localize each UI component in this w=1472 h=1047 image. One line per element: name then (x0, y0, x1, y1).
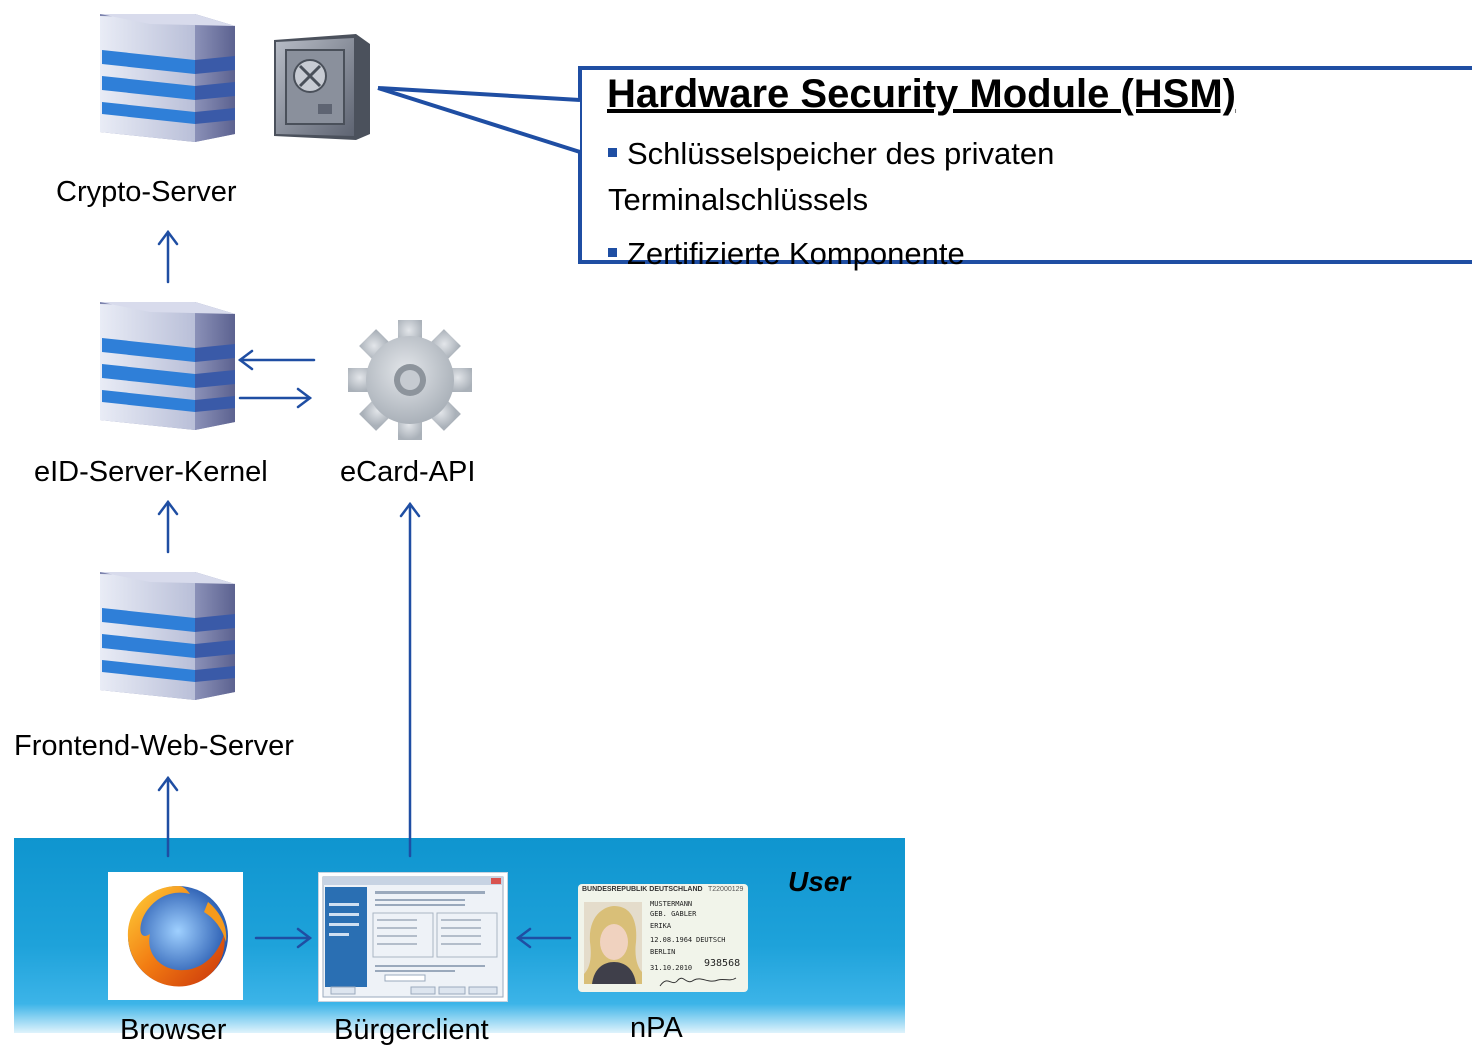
hsm-title: Hardware Security Module (HSM) (607, 72, 1237, 116)
id-card-header: BUNDESREPUBLIK DEUTSCHLAND (582, 886, 703, 893)
id-card-surname: MUSTERMANN (650, 900, 693, 908)
eid-server-kernel-icon (100, 302, 235, 430)
hsm-bullet-2: Zertifizierte Komponente (608, 236, 965, 272)
buergerclient-window-icon (318, 872, 508, 1002)
arrow-client-to-ecard (399, 501, 421, 858)
id-card-birth-place: BERLIN (650, 948, 676, 956)
bullet-marker (608, 248, 617, 258)
id-card-can: 938568 (704, 958, 741, 969)
ecard-api-label: eCard-API (340, 456, 476, 488)
hsm-bullet-1: Schlüsselspeicher des privaten (608, 136, 1054, 172)
buergerclient-label: Bürgerclient (334, 1014, 489, 1046)
id-card-number: T22000129 (708, 886, 744, 893)
id-card-expiry: 31.10.2010 (650, 964, 693, 972)
ecard-api-gear-icon (348, 320, 472, 440)
app-window-thumbnail (322, 876, 504, 998)
id-card-birth-date: 12.08.1964 (650, 936, 693, 944)
id-card-nationality: DEUTSCH (696, 936, 726, 944)
portrait-photo (584, 906, 642, 984)
eid-server-kernel-label: eID-Server-Kernel (34, 456, 268, 488)
browser-label: Browser (120, 1014, 227, 1046)
signature-icon (659, 977, 737, 987)
hsm-callout-box (578, 66, 1472, 264)
frontend-web-server-icon (100, 572, 235, 700)
frontend-web-server-label: Frontend-Web-Server (14, 730, 294, 762)
bullet-marker (608, 148, 617, 158)
user-zone-label: User (788, 866, 851, 897)
id-card-photo (584, 902, 642, 984)
hsm-safe-icon (274, 34, 370, 140)
arrow-frontend-to-kernel (157, 499, 179, 554)
hsm-bullet-1-cont: Terminalschlüssels (608, 182, 869, 217)
id-card-birth-name: GEB. GABLER (650, 910, 697, 918)
arrow-kernel-to-crypto (157, 229, 179, 284)
firefox-icon (127, 886, 228, 987)
arrow-ecard-to-kernel (237, 349, 316, 371)
crypto-server-label: Crypto-Server (56, 176, 237, 208)
crypto-server-icon (100, 14, 235, 142)
arrow-kernel-to-ecard (238, 387, 313, 409)
browser-icon (108, 872, 243, 1000)
npa-id-card: BUNDESREPUBLIK DEUTSCHLAND T22000129 MUS… (578, 884, 748, 992)
id-card-given-name: ERIKA (650, 922, 672, 930)
npa-label: nPA (630, 1012, 683, 1044)
hsm-callout-pointer (377, 86, 581, 154)
